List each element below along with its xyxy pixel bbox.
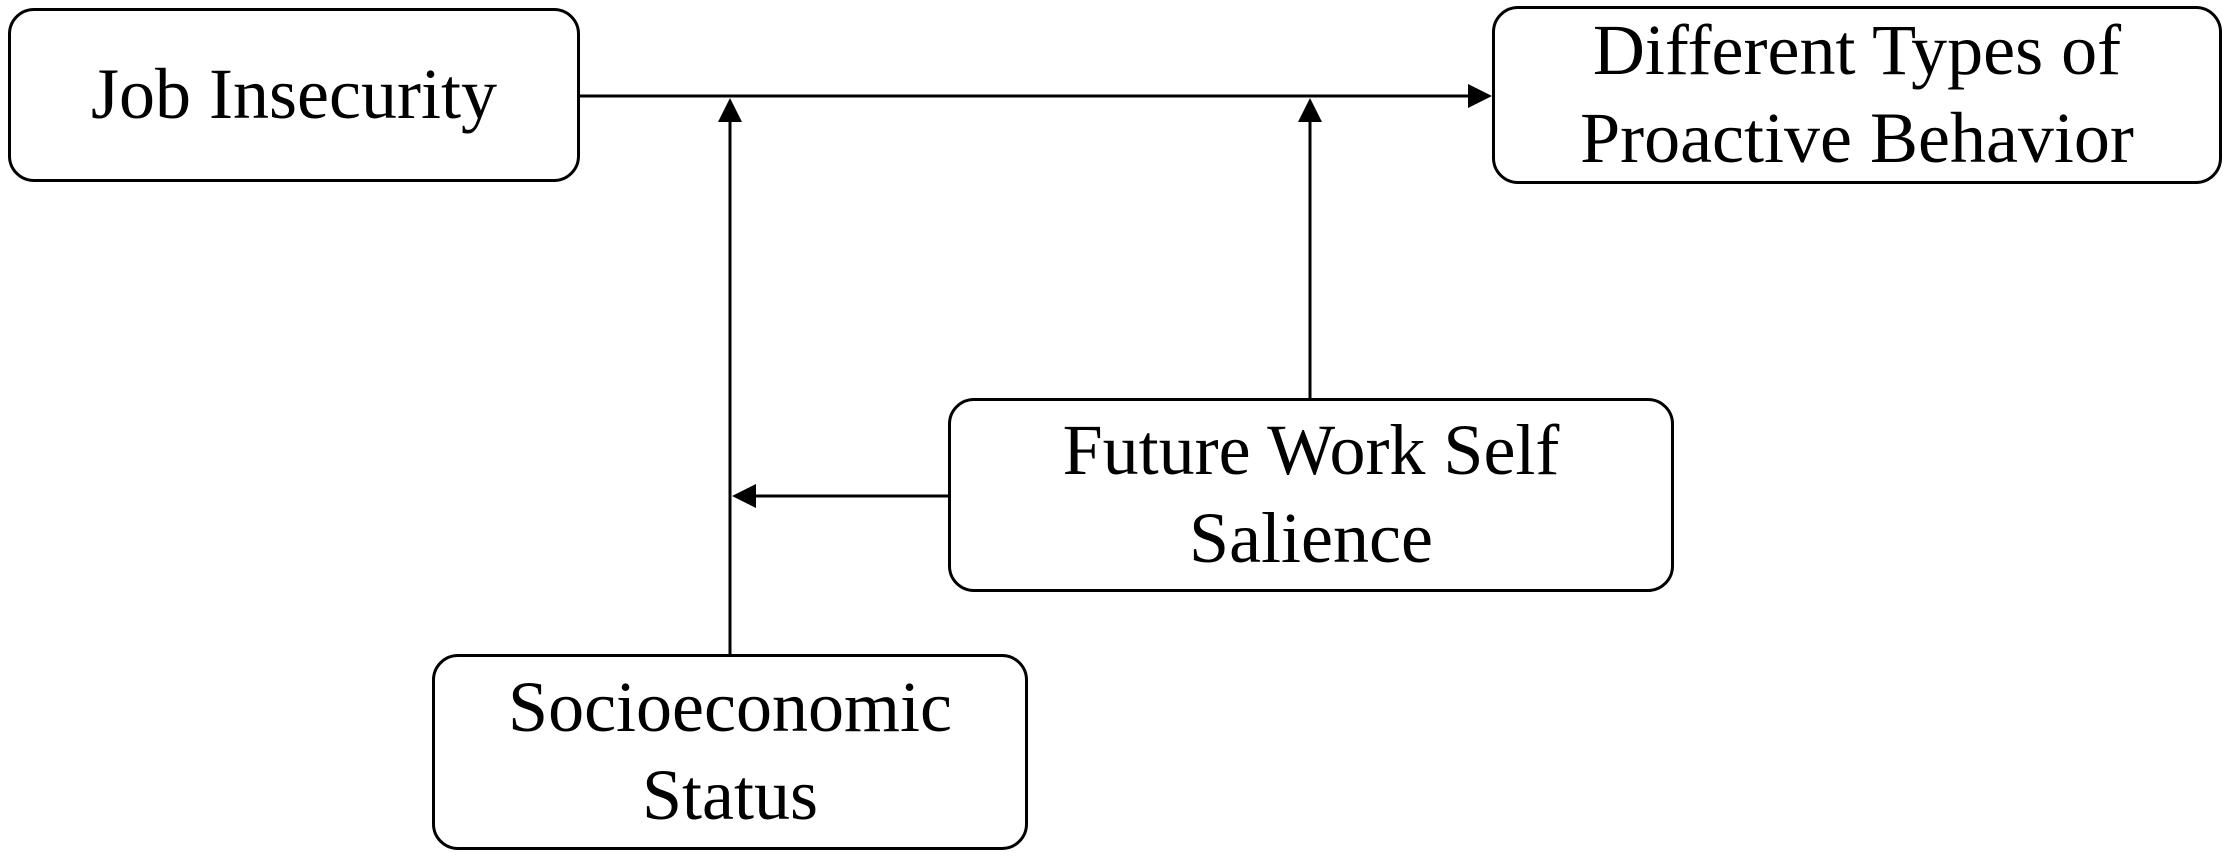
job-insecurity-box: Job Insecurity — [8, 8, 580, 182]
proactive-behavior-box: Different Types of Proactive Behavior — [1492, 6, 2222, 184]
arrowhead-fwss-moderation — [1298, 98, 1322, 122]
arrowhead-main-path — [1468, 84, 1492, 108]
future-work-self-salience-box: Future Work Self Salience — [948, 398, 1674, 592]
arrowhead-ses-moderation — [718, 98, 742, 122]
arrowhead-fwss-to-ses-path — [732, 484, 756, 508]
socioeconomic-status-box: Socioeconomic Status — [432, 654, 1028, 850]
